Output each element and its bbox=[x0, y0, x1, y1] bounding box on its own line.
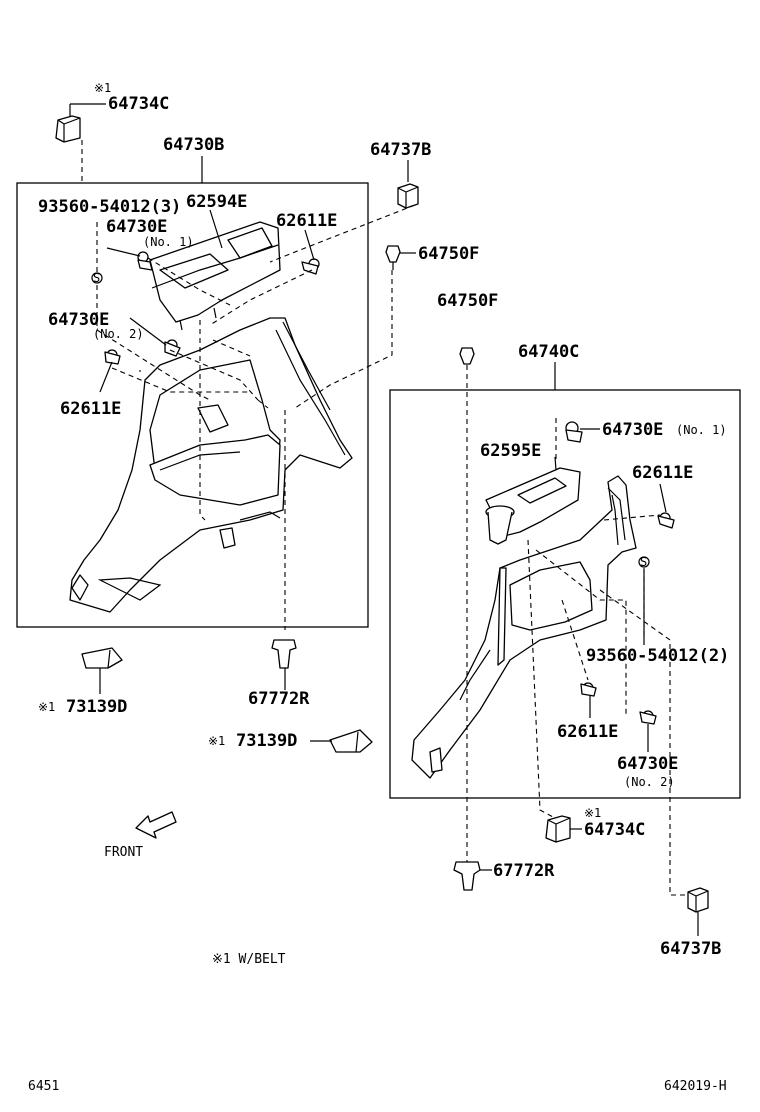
label-62595E: 62595E bbox=[480, 441, 541, 461]
clip-64730E-no1-left bbox=[137, 251, 153, 271]
label-67772R-left: 67772R bbox=[248, 689, 310, 709]
label-no2-left: (No. 2) bbox=[93, 327, 144, 341]
clip-64730E-no2-left bbox=[164, 339, 181, 357]
svg-text:S: S bbox=[640, 555, 647, 569]
cover-64737B-top bbox=[397, 183, 419, 209]
label-62611E-top-left: 62611E bbox=[276, 211, 337, 231]
note-mark-4: ※1 bbox=[208, 734, 225, 748]
label-64750F-top: 64750F bbox=[418, 244, 479, 264]
label-no1-left: (No. 1) bbox=[143, 235, 194, 249]
clip-62611E-right-top bbox=[657, 512, 675, 529]
label-64730B: 64730B bbox=[163, 135, 224, 155]
label-64730E-no1-left: 64730E bbox=[106, 217, 167, 237]
label-64737B-bottom: 64737B bbox=[660, 939, 721, 959]
clip-64750F-top bbox=[385, 245, 401, 270]
svg-text:S: S bbox=[93, 271, 100, 285]
clip-64730E-no1-right bbox=[565, 421, 583, 443]
label-64737B-top: 64737B bbox=[370, 140, 431, 160]
label-73139D-mid: 73139D bbox=[236, 731, 297, 751]
cover-64737B-bottom bbox=[687, 887, 709, 913]
label-no2-right: (No. 2) bbox=[624, 775, 675, 789]
label-64734C-bottom: 64734C bbox=[584, 820, 645, 840]
page-code-right: 642019-H bbox=[664, 1079, 727, 1094]
label-62611E-right-bottom: 62611E bbox=[557, 722, 618, 742]
label-64750F-mid: 64750F bbox=[437, 291, 498, 311]
label-64730E-no1-right: 64730E bbox=[602, 420, 663, 440]
screw-symbol-right: S bbox=[638, 555, 650, 569]
label-62594E: 62594E bbox=[186, 192, 247, 212]
note-mark-3: ※1 bbox=[38, 700, 55, 714]
footnote: ※1 W/BELT bbox=[212, 952, 286, 967]
label-no1-right: (No. 1) bbox=[676, 423, 727, 437]
cup-holder-62595E bbox=[485, 467, 581, 545]
label-67772R-bottom: 67772R bbox=[493, 861, 555, 881]
screw-symbol-left: S bbox=[91, 271, 103, 285]
clip-64730E-no2-right bbox=[639, 710, 657, 725]
label-62611E-right-top: 62611E bbox=[632, 463, 693, 483]
quarter-trim-right bbox=[411, 475, 637, 779]
quarter-trim-left bbox=[69, 317, 353, 613]
page-code-left: 6451 bbox=[28, 1079, 59, 1094]
note-mark-2: ※1 bbox=[584, 806, 601, 820]
label-64740C: 64740C bbox=[518, 342, 579, 362]
note-mark-1: ※1 bbox=[94, 81, 111, 95]
label-64734C-top: 64734C bbox=[108, 94, 169, 114]
clip-64750F-mid bbox=[459, 347, 475, 365]
front-arrow-icon bbox=[135, 811, 177, 839]
label-93560-3: 93560-54012(3) bbox=[38, 197, 181, 217]
left-assembly-box bbox=[16, 182, 369, 628]
clip-62611E-top-left bbox=[301, 258, 320, 275]
right-assembly-box bbox=[389, 389, 741, 799]
cover-73139D-mid bbox=[329, 729, 373, 753]
cover-64734C-top bbox=[55, 115, 81, 143]
cover-64734C-bottom bbox=[545, 815, 571, 843]
label-64730E-no2-left: 64730E bbox=[48, 310, 109, 330]
cover-73139D-left bbox=[81, 647, 123, 669]
clip-62611E-left bbox=[104, 349, 121, 365]
label-93560-2: 93560-54012(2) bbox=[586, 646, 729, 666]
label-62611E-left: 62611E bbox=[60, 399, 121, 419]
front-label: FRONT bbox=[104, 845, 143, 860]
clip-67772R-left bbox=[271, 639, 297, 669]
label-73139D-left: 73139D bbox=[66, 697, 127, 717]
clip-67772R-bottom bbox=[453, 861, 481, 891]
clip-62611E-right-bottom bbox=[580, 682, 597, 697]
console-box-62594E bbox=[149, 221, 281, 331]
label-64730E-no2-right: 64730E bbox=[617, 754, 678, 774]
